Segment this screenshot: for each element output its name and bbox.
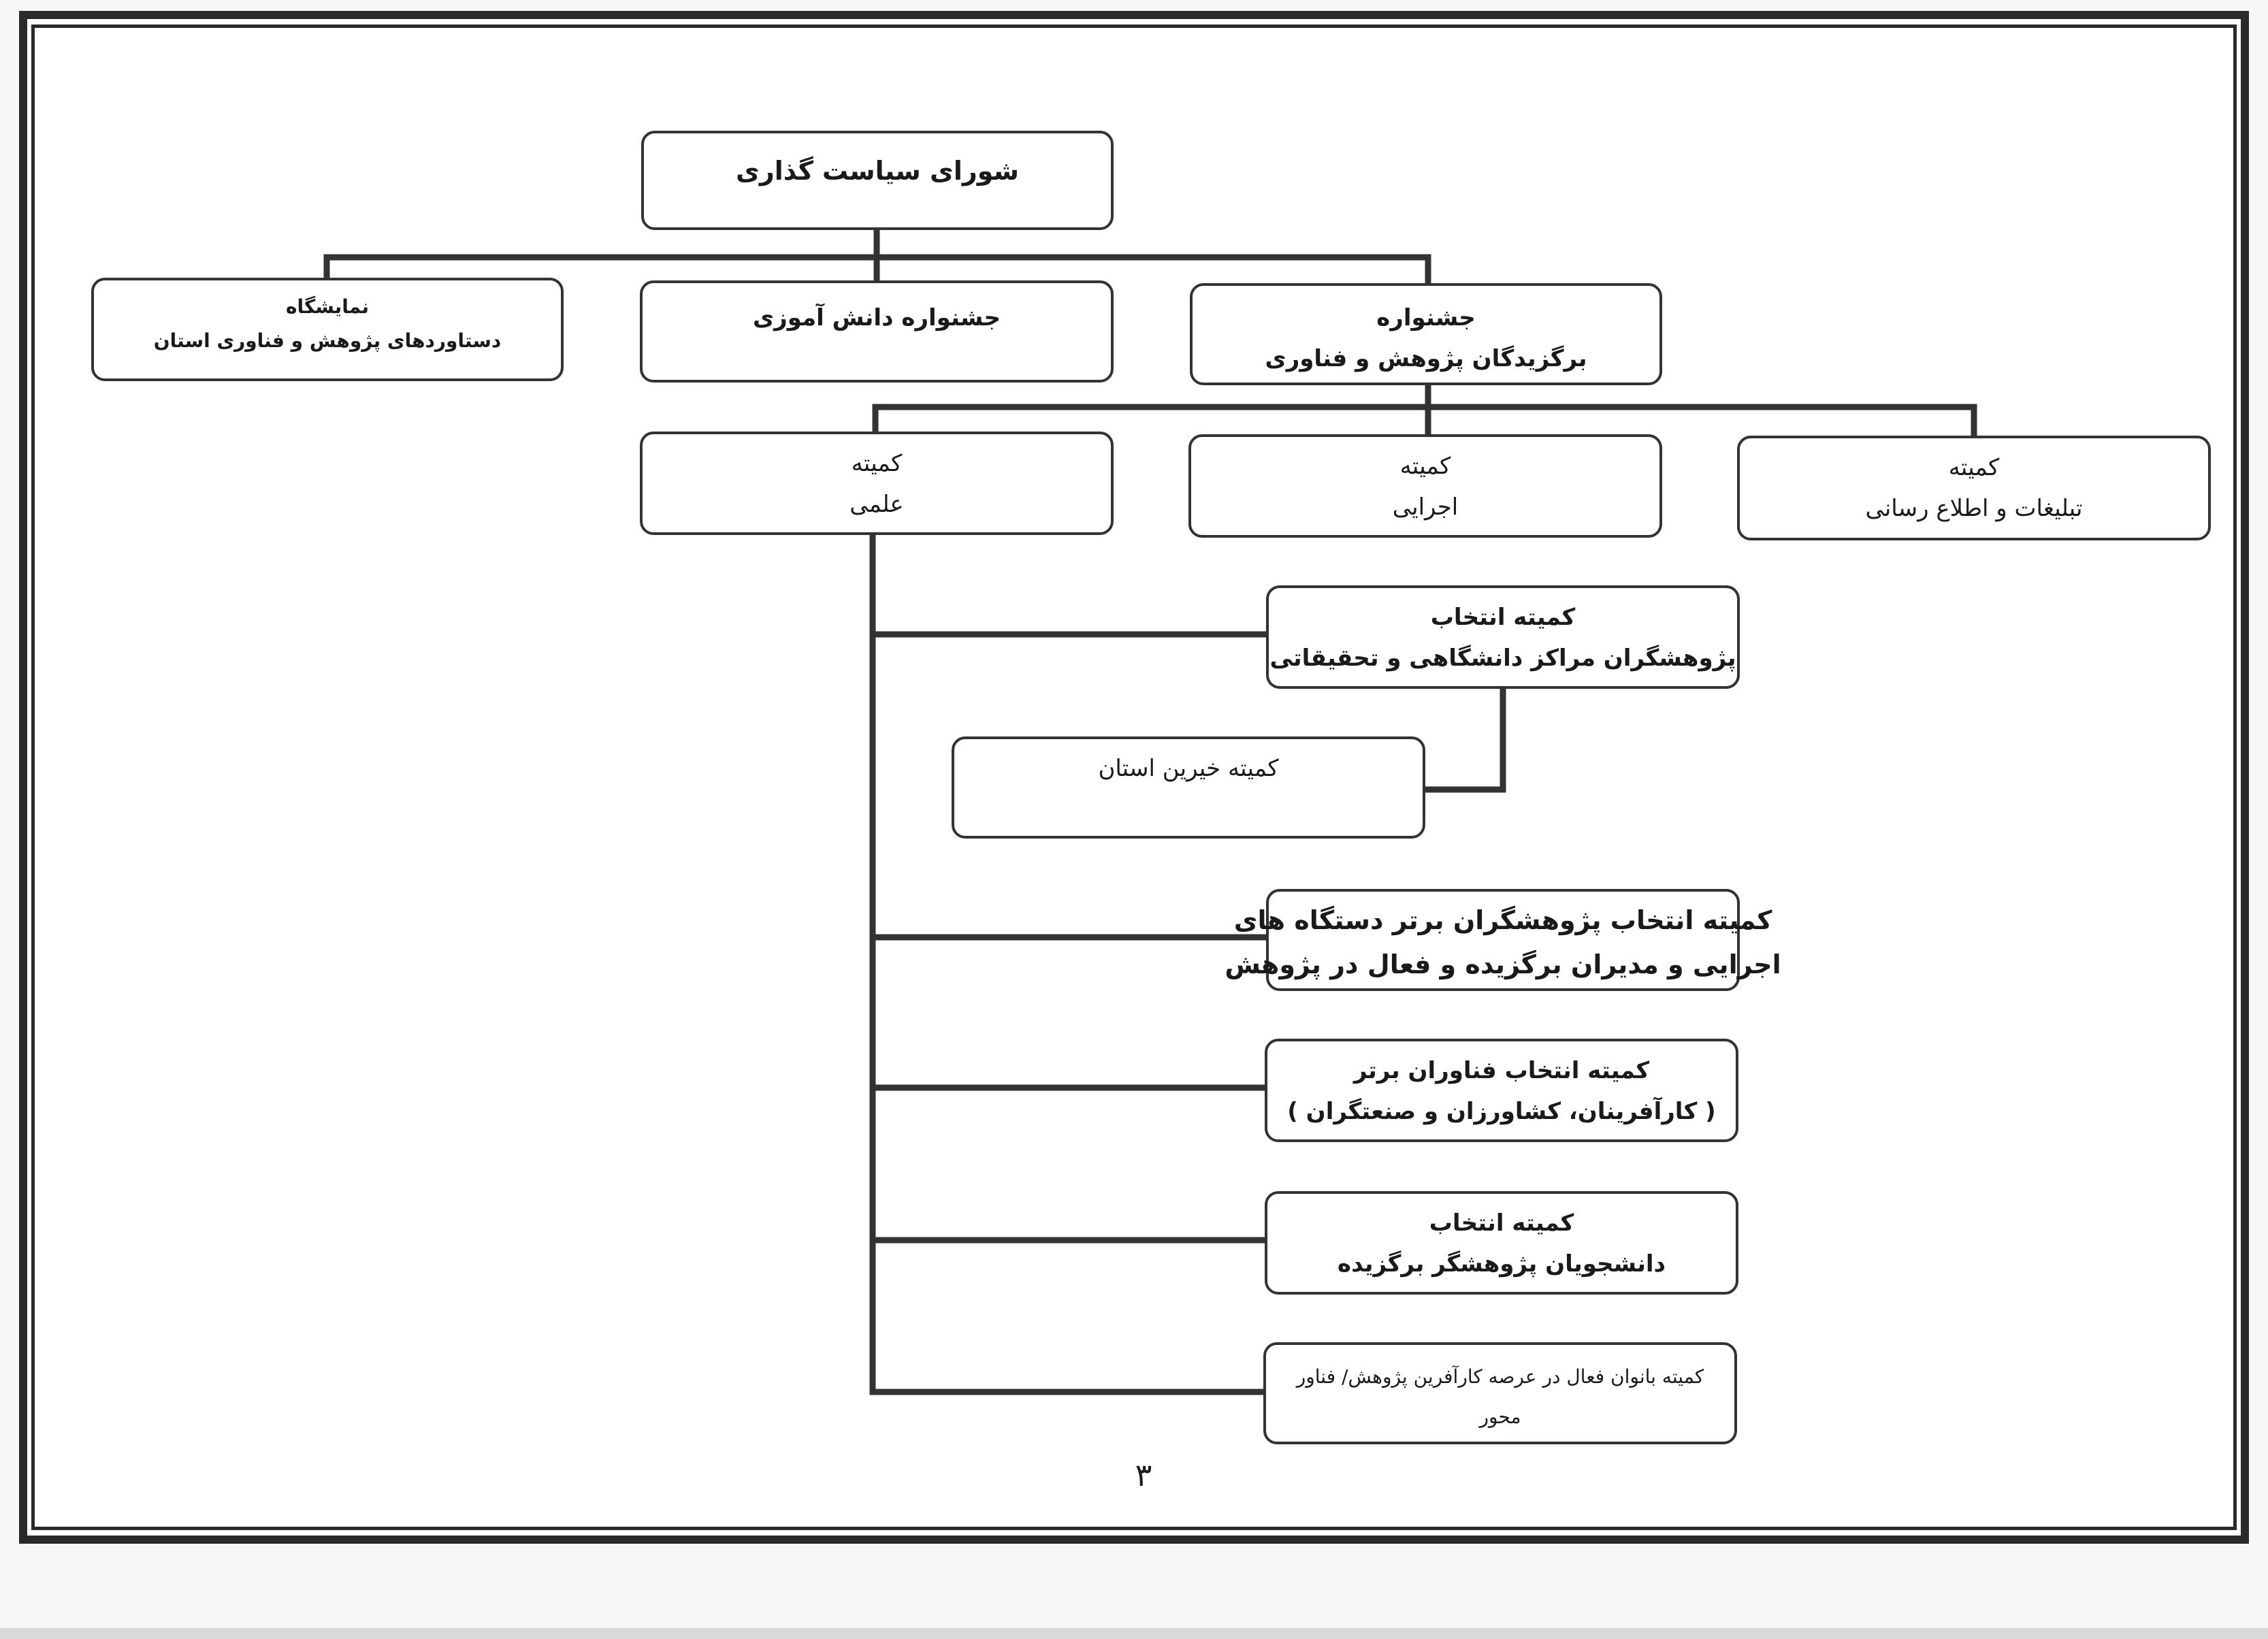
node-label: جشنواره دانش آموزی [753,304,1001,331]
node-label: برگزیدگان پژوهش و فناوری [1265,344,1587,372]
node-label: کمیته [1948,454,2000,481]
node-publicity-committee: کمیته تبلیغات و اطلاع رسانی [1737,436,2211,540]
node-policy-council: شورای سیاست گذاری [641,131,1114,230]
node-label: کمیته بانوان فعال در عرصه کارآفرین پژوهش… [1296,1365,1704,1388]
node-label: علمی [849,490,904,518]
node-label: دستاوردهای پژوهش و فناوری استان [153,329,502,353]
node-student-festival: جشنواره دانش آموزی [640,280,1114,383]
page-bottom-strip [0,1628,2268,1639]
node-label: اجرایی و مدیران برگزیده و فعال در پژوهش [1225,949,1781,979]
node-scientific-committee: کمیته علمی [640,432,1114,535]
node-label: جشنواره [1376,304,1476,331]
node-label: محور [1479,1405,1521,1428]
node-label: پژوهشگران مراکز دانشگاهی و تحقیقاتی [1269,644,1736,672]
node-selection-executive: کمیته انتخاب پژوهشگران برتر دستگاه های ا… [1225,889,1781,991]
node-label: کمیته انتخاب [1429,1210,1574,1237]
node-label: کمیته [1399,453,1451,480]
page-frame-inner [31,25,2237,1530]
node-label: کمیته خیرین استان [1098,755,1279,782]
node-selection-technologists: کمیته انتخاب فناوران برتر ( کارآفرینان، … [1265,1039,1738,1142]
node-label: دانشجویان پژوهشگر برگزیده [1338,1250,1666,1278]
node-label: کمیته انتخاب پژوهشگران برتر دستگاه های [1233,905,1772,935]
node-label: شورای سیاست گذاری [736,156,1019,186]
node-executive-committee: کمیته اجرایی [1188,434,1662,538]
node-label: کمیته انتخاب [1430,604,1576,631]
node-label: کمیته انتخاب فناوران برتر [1353,1057,1650,1084]
node-label: ( کارآفرینان، کشاورزان و صنعتگران ) [1287,1097,1716,1125]
node-main-festival: جشنواره برگزیدگان پژوهش و فناوری [1190,283,1662,385]
node-label: تبلیغات و اطلاع رسانی [1865,494,2083,522]
node-women-committee: کمیته بانوان فعال در عرصه کارآفرین پژوهش… [1263,1342,1737,1444]
node-label: نمایشگاه [285,295,370,318]
node-selection-university: کمیته انتخاب پژوهشگران مراکز دانشگاهی و … [1266,585,1740,689]
node-label: کمیته [851,450,903,477]
node-exhibition: نمایشگاه دستاوردهای پژوهش و فناوری استان [91,278,564,381]
node-benefactors: کمیته خیرین استان [952,736,1425,839]
page-number: ۳ [1135,1457,1152,1493]
node-selection-students: کمیته انتخاب دانشجویان پژوهشگر برگزیده [1265,1191,1738,1295]
node-label: اجرایی [1392,493,1459,521]
